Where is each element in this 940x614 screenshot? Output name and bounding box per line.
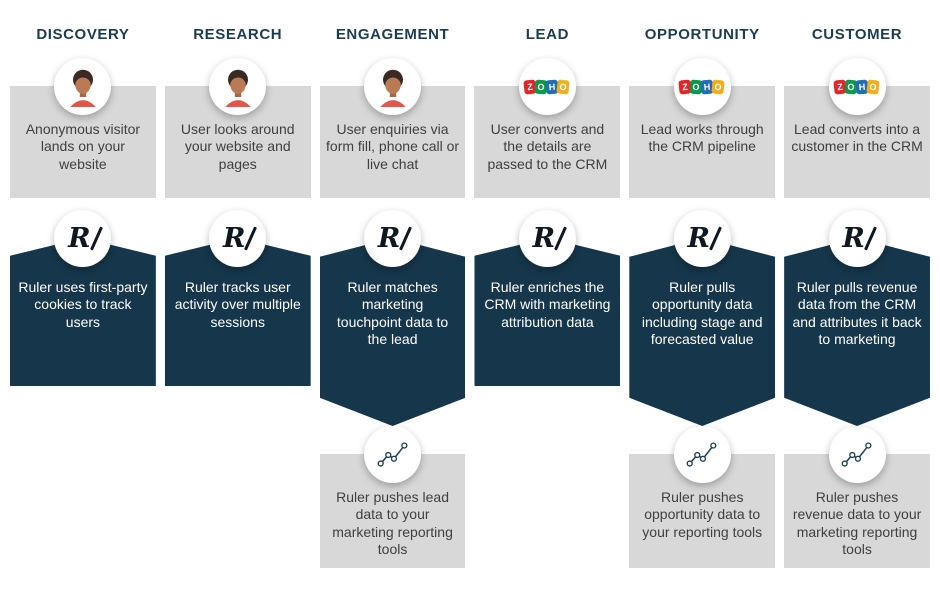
- avatar-graphic: [225, 69, 251, 107]
- ruler-logo-icon: R: [209, 210, 267, 267]
- stage-block: User looks around your website and pages: [164, 58, 311, 198]
- chart-graphic: [841, 441, 872, 467]
- stage-column-customer: CUSTOMER Z O H O Lead converts into a cu…: [784, 26, 930, 569]
- ruler-block: R Ruler uses first-party cookies to trac…: [10, 210, 156, 386]
- ruler-description: Ruler pulls revenue data from the CRM an…: [784, 238, 930, 426]
- ruler-description: Ruler matches marketing touchpoint data …: [319, 238, 466, 426]
- ruler-mark: R: [532, 223, 568, 254]
- stage-block: Z O H O Lead works through the CRM pipel…: [629, 58, 776, 198]
- zoho-logo-icon: Z O H O: [673, 58, 731, 115]
- ruler-block: R Ruler enriches the CRM with marketing …: [474, 210, 621, 386]
- ruler-logo-icon: R: [673, 210, 731, 267]
- stage-title: LEAD: [525, 26, 570, 43]
- zoho-letter: O: [866, 78, 880, 95]
- ruler-description-text: Ruler uses first-party cookies to track …: [18, 279, 148, 330]
- zoho-logo: Z O H O: [833, 78, 880, 95]
- chart-graphic: [686, 441, 717, 467]
- ruler-slash: [399, 226, 413, 251]
- ruler-description-text: Ruler tracks user activity over multiple…: [174, 279, 301, 330]
- ruler-logo-icon: R: [54, 210, 112, 267]
- ruler-description-text: Ruler enriches the CRM with marketing at…: [484, 279, 611, 330]
- avatar-graphic: [70, 69, 96, 107]
- push-description-text: Ruler pushes lead data to your marketing…: [332, 489, 453, 558]
- avatar-icon: [364, 58, 422, 115]
- avatar-icon: [54, 58, 112, 115]
- ruler-slash: [554, 226, 568, 251]
- zoho-logo-icon: Z O H O: [518, 58, 576, 115]
- zoho-letter: O: [556, 78, 571, 95]
- ruler-slash: [89, 226, 103, 251]
- stage-description: User enquiries via form fill, phone call…: [319, 86, 466, 198]
- push-description-text: Ruler pushes revenue data to your market…: [792, 489, 922, 558]
- stage-column-lead: LEAD Z O H O User converts and the detai…: [474, 26, 621, 568]
- stage-block: User enquiries via form fill, phone call…: [319, 58, 466, 198]
- stage-column-opportunity: OPPORTUNITY Z O H O Lead works through t…: [629, 26, 776, 568]
- push-block: Ruler pushes revenue data to your market…: [784, 426, 930, 569]
- ruler-description-text: Ruler pulls revenue data from the CRM an…: [792, 279, 922, 348]
- stage-description-text: Lead converts into a customer in the CRM: [791, 121, 923, 155]
- ruler-letter: R: [377, 223, 401, 254]
- stage-column-research: RESEARCH User looks around your website …: [164, 26, 311, 568]
- ruler-letter: R: [532, 223, 556, 254]
- push-block: Ruler pushes opportunity data to your re…: [629, 426, 776, 568]
- ruler-logo-icon: R: [518, 210, 576, 267]
- ruler-mark: R: [223, 223, 258, 254]
- stage-title: CUSTOMER: [811, 26, 903, 43]
- chart-icon: [364, 426, 422, 483]
- zoho-logo: Z O H O: [523, 78, 571, 95]
- stage-title: ENGAGEMENT: [335, 26, 450, 43]
- avatar-graphic: [379, 69, 406, 107]
- ruler-mark: R: [68, 223, 103, 254]
- chart-icon: [673, 426, 731, 483]
- ruler-block: R Ruler matches marketing touchpoint dat…: [319, 210, 466, 426]
- ruler-logo-icon: R: [828, 210, 886, 267]
- ruler-letter: R: [68, 223, 91, 254]
- zoho-logo: Z O H O: [678, 78, 725, 95]
- ruler-mark: R: [842, 223, 877, 254]
- stage-title: RESEARCH: [193, 26, 283, 43]
- stage-description-text: User enquiries via form fill, phone call…: [326, 121, 460, 172]
- ruler-description-text: Ruler matches marketing touchpoint data …: [336, 279, 449, 348]
- stage-description: Anonymous visitor lands on your website: [10, 86, 156, 198]
- ruler-letter: R: [223, 223, 246, 254]
- stage-column-engagement: ENGAGEMENT User enquiries via form fill,…: [319, 26, 466, 569]
- stage-description-text: User looks around your website and pages: [180, 121, 295, 172]
- chart-graphic: [377, 441, 408, 467]
- stage-description: Lead converts into a customer in the CRM: [784, 86, 930, 198]
- ruler-block: R Ruler pulls opportunity data including…: [629, 210, 776, 426]
- stage-column-discovery: DISCOVERY Anonymous visitor lands on you…: [10, 26, 156, 568]
- chart-icon: [828, 426, 886, 483]
- stage-block: Z O H O User converts and the details ar…: [474, 58, 621, 198]
- ruler-slash: [244, 226, 258, 251]
- ruler-slash: [708, 226, 722, 251]
- ruler-slash: [863, 226, 877, 251]
- stage-description-text: Anonymous visitor lands on your website: [25, 121, 141, 172]
- avatar-icon: [209, 58, 267, 115]
- push-description-text: Ruler pushes opportunity data to your re…: [642, 489, 763, 540]
- ruler-letter: R: [842, 223, 865, 254]
- ruler-block: R Ruler pulls revenue data from the CRM …: [784, 210, 930, 426]
- ruler-mark: R: [687, 223, 722, 254]
- ruler-block: R Ruler tracks user activity over multip…: [164, 210, 311, 386]
- zoho-letter: O: [711, 78, 725, 95]
- push-block: Ruler pushes lead data to your marketing…: [319, 426, 466, 569]
- stage-description-text: User converts and the details are passed…: [487, 121, 608, 172]
- ruler-logo-icon: R: [364, 210, 422, 267]
- stage-block: Z O H O Lead converts into a customer in…: [784, 58, 930, 198]
- zoho-logo-icon: Z O H O: [828, 58, 886, 115]
- stage-block: Anonymous visitor lands on your website: [10, 58, 156, 198]
- stage-columns: DISCOVERY Anonymous visitor lands on you…: [10, 26, 930, 569]
- ruler-description: Ruler pulls opportunity data including s…: [629, 238, 776, 426]
- stage-title: OPPORTUNITY: [644, 26, 760, 43]
- stage-description-text: Lead works through the CRM pipeline: [640, 121, 764, 155]
- ruler-description-text: Ruler pulls opportunity data including s…: [641, 279, 763, 348]
- stage-title: DISCOVERY: [36, 26, 130, 43]
- ruler-mark: R: [377, 223, 413, 254]
- ruler-letter: R: [687, 223, 710, 254]
